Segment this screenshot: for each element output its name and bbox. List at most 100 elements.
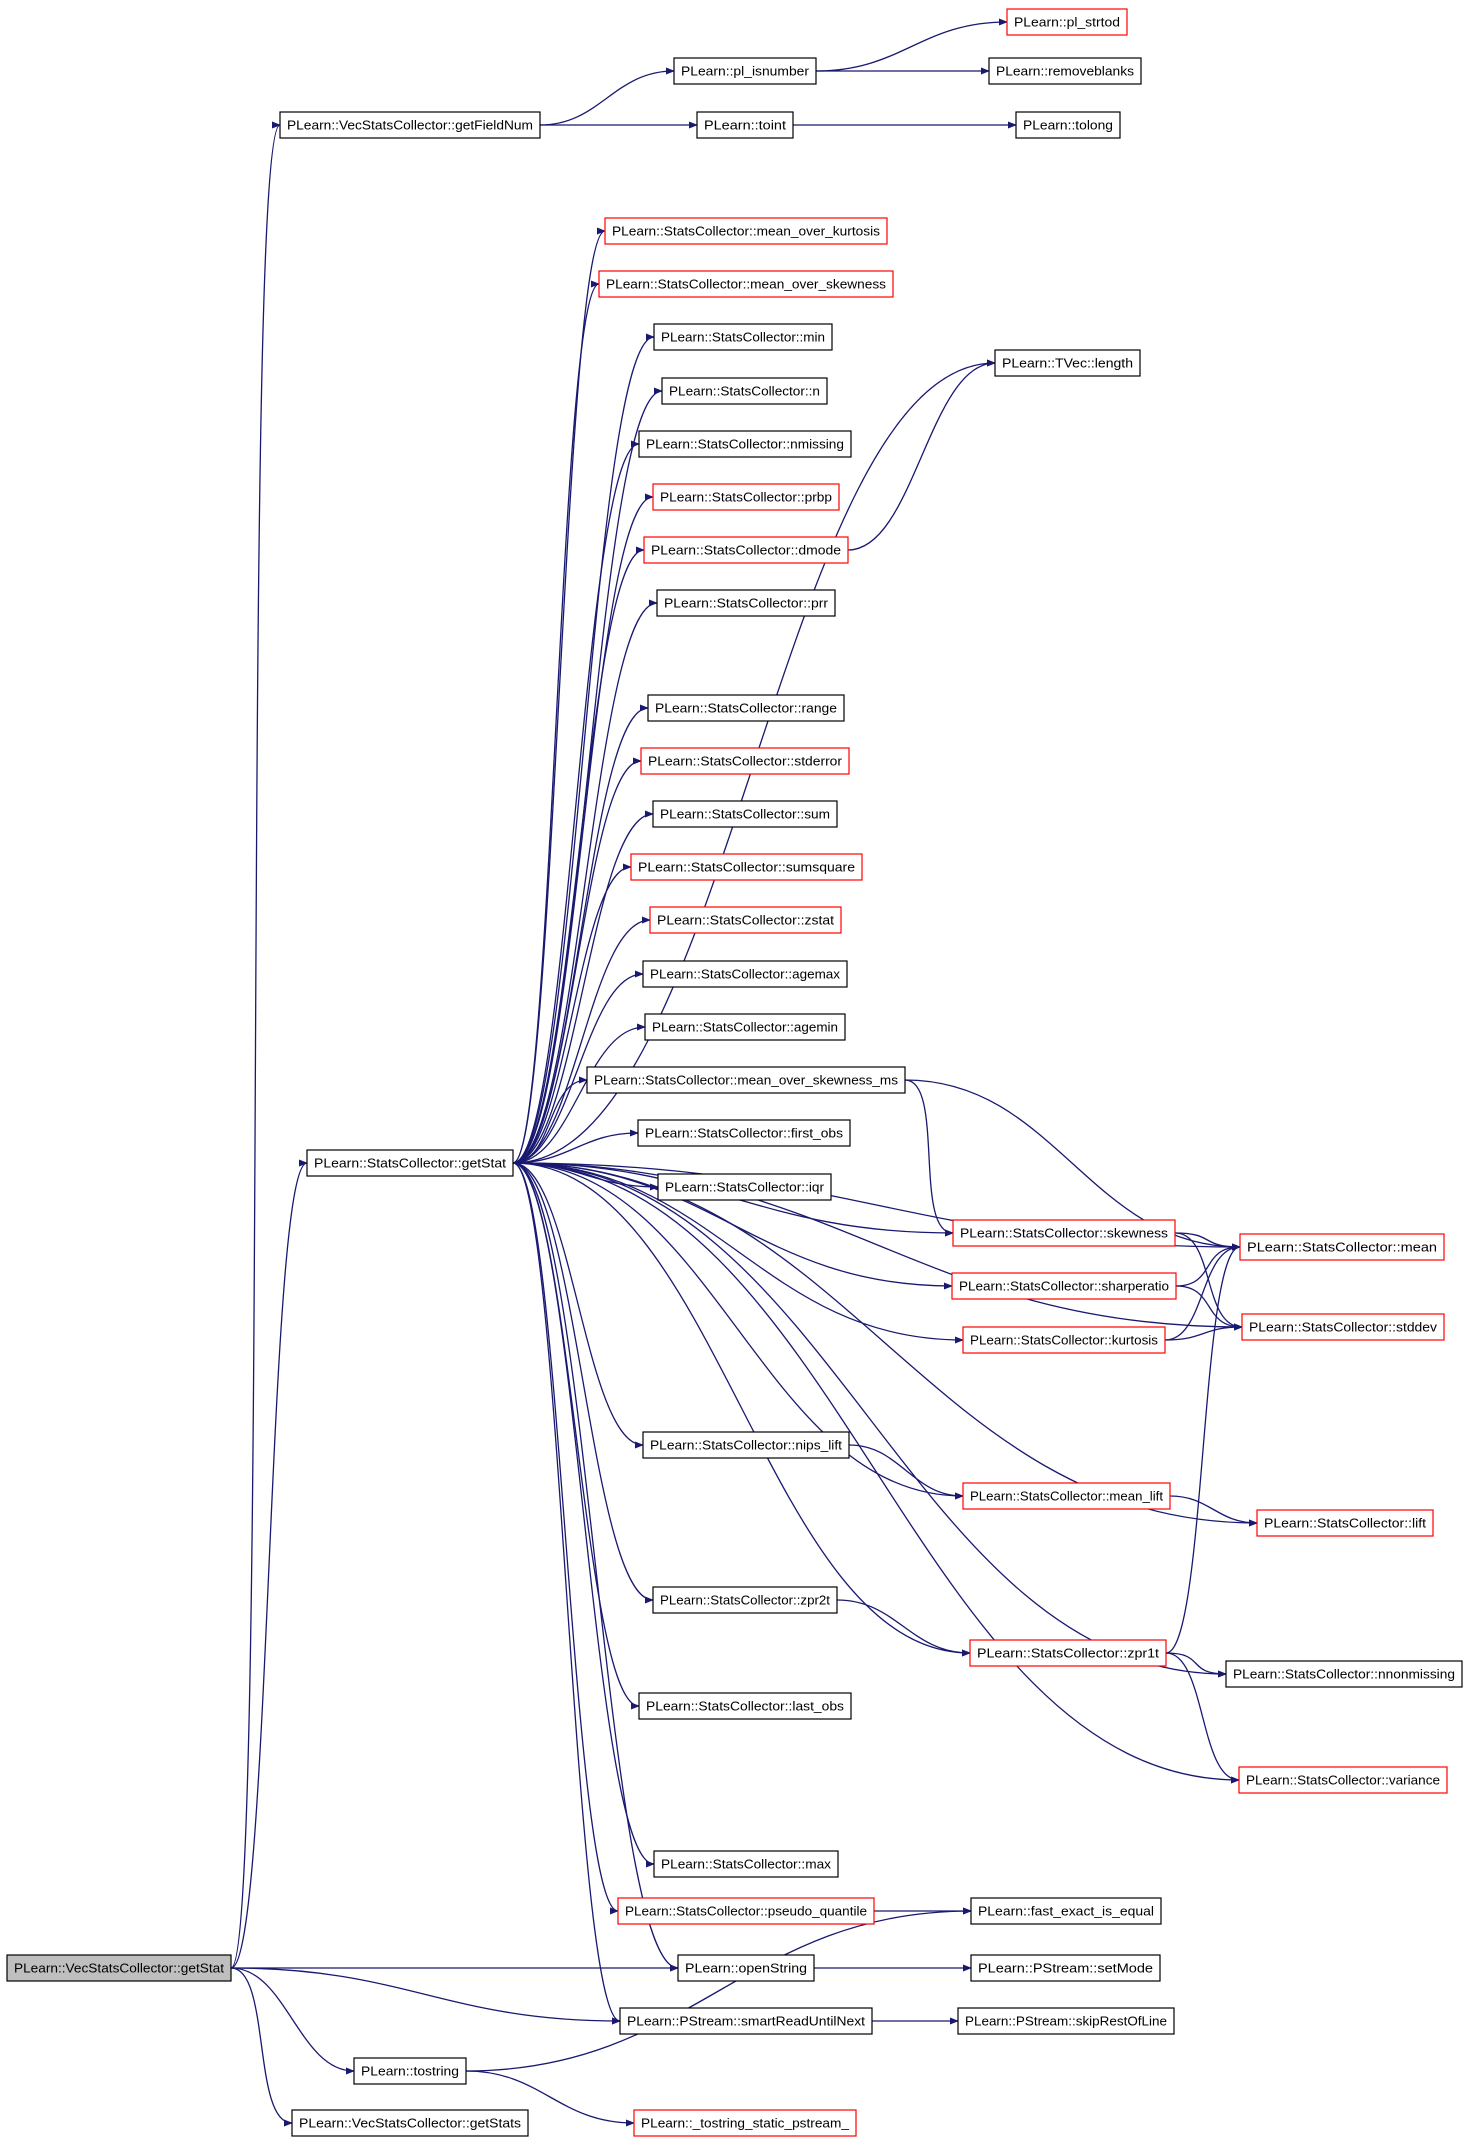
node-zstat[interactable]: PLearn::StatsCollector::zstat <box>649 906 842 934</box>
edge-getStat_sc-to-min <box>512 333 655 1164</box>
node-prbp[interactable]: PLearn::StatsCollector::prbp <box>652 483 840 511</box>
node-label-getStats: PLearn::VecStatsCollector::getStats <box>299 2116 522 2131</box>
node-tolong[interactable]: PLearn::tolong <box>1015 111 1121 139</box>
edge-getStat_sc-to-zpr1t <box>512 1162 971 1657</box>
node-smartReadUntilNext[interactable]: PLearn::PStream::smartReadUntilNext <box>619 2007 873 2035</box>
node-prr[interactable]: PLearn::StatsCollector::prr <box>656 589 836 617</box>
node-label-getStat_sc: PLearn::StatsCollector::getStat <box>314 1156 506 1171</box>
node-agemax[interactable]: PLearn::StatsCollector::agemax <box>642 960 848 988</box>
node-fast_exact_is_equal[interactable]: PLearn::fast_exact_is_equal <box>970 1897 1162 1925</box>
node-box-nips_lift <box>642 1431 850 1459</box>
node-box-mean <box>1239 1233 1445 1261</box>
node-tostring[interactable]: PLearn::tostring <box>353 2057 467 2085</box>
node-dmode[interactable]: PLearn::StatsCollector::dmode <box>643 536 849 564</box>
node-toint[interactable]: PLearn::toint <box>696 111 794 139</box>
node-setMode[interactable]: PLearn::PStream::setMode <box>970 1954 1161 1982</box>
edge-getStat_sc-to-stderror <box>512 757 642 1164</box>
edge-getStat_vsc-to-tostring <box>230 1967 355 2075</box>
node-label-min: PLearn::StatsCollector::min <box>661 330 825 345</box>
node-label-sumsquare: PLearn::StatsCollector::sumsquare <box>638 860 855 875</box>
edge-getStat_sc-to-max <box>512 1162 655 1868</box>
edge-mean_over_skewness_ms-to-mean <box>904 1079 1241 1251</box>
node-box-agemax <box>642 960 848 988</box>
edge-getStat_sc-to-nmissing <box>512 440 640 1164</box>
node-mean[interactable]: PLearn::StatsCollector::mean <box>1239 1233 1445 1261</box>
node-last_obs[interactable]: PLearn::StatsCollector::last_obs <box>638 1692 852 1720</box>
node-box-tostring_static_pstream <box>633 2109 857 2137</box>
node-box-iqr <box>657 1173 832 1201</box>
node-label-stderror: PLearn::StatsCollector::stderror <box>648 754 843 769</box>
node-label-openString: PLearn::openString <box>685 1961 807 1976</box>
node-box-mean_over_skewness <box>598 270 894 298</box>
node-zpr2t[interactable]: PLearn::StatsCollector::zpr2t <box>652 1586 838 1614</box>
node-box-getStat_sc <box>306 1149 514 1177</box>
node-nips_lift[interactable]: PLearn::StatsCollector::nips_lift <box>642 1431 850 1459</box>
node-pseudo_quantile[interactable]: PLearn::StatsCollector::pseudo_quantile <box>617 1897 875 1925</box>
node-variance[interactable]: PLearn::StatsCollector::variance <box>1238 1766 1448 1794</box>
node-label-removeblanks: PLearn::removeblanks <box>996 64 1135 79</box>
node-label-tostring: PLearn::tostring <box>361 2064 459 2079</box>
node-mean_over_skewness_ms[interactable]: PLearn::StatsCollector::mean_over_skewne… <box>586 1066 906 1094</box>
node-box-mean_lift <box>962 1482 1171 1510</box>
node-sharperatio[interactable]: PLearn::StatsCollector::sharperatio <box>951 1272 1177 1300</box>
node-nmissing[interactable]: PLearn::StatsCollector::nmissing <box>638 430 852 458</box>
node-iqr[interactable]: PLearn::StatsCollector::iqr <box>657 1173 832 1201</box>
edge-zpr2t-to-zpr1t <box>836 1599 971 1657</box>
node-box-pl_strtod <box>1006 8 1128 36</box>
node-label-tostring_static_pstream: PLearn::_tostring_static_pstream_ <box>641 2116 850 2131</box>
node-label-getStat_vsc: PLearn::VecStatsCollector::getStat <box>14 1961 224 1976</box>
node-agemin[interactable]: PLearn::StatsCollector::agemin <box>644 1013 846 1041</box>
node-pl_strtod[interactable]: PLearn::pl_strtod <box>1006 8 1128 36</box>
node-nnonmissing[interactable]: PLearn::StatsCollector::nnonmissing <box>1225 1660 1463 1688</box>
node-skipRestOfLine[interactable]: PLearn::PStream::skipRestOfLine <box>957 2007 1175 2035</box>
edge-getStat_sc-to-variance <box>512 1162 1240 1784</box>
node-label-mean_over_kurtosis: PLearn::StatsCollector::mean_over_kurtos… <box>612 224 881 239</box>
node-kurtosis[interactable]: PLearn::StatsCollector::kurtosis <box>962 1326 1166 1354</box>
node-box-length <box>994 349 1141 377</box>
edge-getStat_sc-to-prbp <box>512 493 654 1164</box>
node-sumsquare[interactable]: PLearn::StatsCollector::sumsquare <box>630 853 863 881</box>
node-mean_lift[interactable]: PLearn::StatsCollector::mean_lift <box>962 1482 1171 1510</box>
node-box-zpr2t <box>652 1586 838 1614</box>
node-getStat_sc[interactable]: PLearn::StatsCollector::getStat <box>306 1149 514 1177</box>
node-tostring_static_pstream[interactable]: PLearn::_tostring_static_pstream_ <box>633 2109 857 2137</box>
node-box-lift <box>1256 1509 1434 1537</box>
node-pl_isnumber[interactable]: PLearn::pl_isnumber <box>673 57 817 85</box>
node-openString[interactable]: PLearn::openString <box>677 1954 815 1982</box>
node-box-nnonmissing <box>1225 1660 1463 1688</box>
node-range[interactable]: PLearn::StatsCollector::range <box>647 694 845 722</box>
node-length[interactable]: PLearn::TVec::length <box>994 349 1141 377</box>
node-lift[interactable]: PLearn::StatsCollector::lift <box>1256 1509 1434 1537</box>
edge-zpr1t-to-variance <box>1165 1652 1240 1784</box>
node-box-zstat <box>649 906 842 934</box>
node-getFieldNum[interactable]: PLearn::VecStatsCollector::getFieldNum <box>279 111 541 139</box>
edge-getStat_sc-to-smartReadUntilNext <box>512 1162 621 2025</box>
node-label-dmode: PLearn::StatsCollector::dmode <box>651 543 841 558</box>
node-stddev[interactable]: PLearn::StatsCollector::stddev <box>1241 1313 1445 1341</box>
node-box-min <box>653 323 833 351</box>
edge-skewness-to-mean <box>1174 1232 1241 1251</box>
node-zpr1t[interactable]: PLearn::StatsCollector::zpr1t <box>969 1639 1167 1667</box>
node-getStat_vsc[interactable]: PLearn::VecStatsCollector::getStat <box>6 1954 232 1982</box>
node-first_obs[interactable]: PLearn::StatsCollector::first_obs <box>637 1119 851 1147</box>
node-box-getFieldNum <box>279 111 541 139</box>
node-n[interactable]: PLearn::StatsCollector::n <box>661 377 828 405</box>
node-stderror[interactable]: PLearn::StatsCollector::stderror <box>640 747 850 775</box>
node-label-sum: PLearn::StatsCollector::sum <box>660 807 830 822</box>
node-box-mean_over_skewness_ms <box>586 1066 906 1094</box>
node-box-last_obs <box>638 1692 852 1720</box>
node-label-sharperatio: PLearn::StatsCollector::sharperatio <box>959 1279 1169 1294</box>
node-min[interactable]: PLearn::StatsCollector::min <box>653 323 833 351</box>
node-max[interactable]: PLearn::StatsCollector::max <box>653 1850 839 1878</box>
node-getStats[interactable]: PLearn::VecStatsCollector::getStats <box>291 2109 529 2137</box>
node-sum[interactable]: PLearn::StatsCollector::sum <box>652 800 838 828</box>
node-skewness[interactable]: PLearn::StatsCollector::skewness <box>952 1219 1176 1247</box>
node-box-fast_exact_is_equal <box>970 1897 1162 1925</box>
node-box-stderror <box>640 747 850 775</box>
node-removeblanks[interactable]: PLearn::removeblanks <box>988 57 1142 85</box>
node-label-pl_strtod: PLearn::pl_strtod <box>1014 15 1120 30</box>
node-mean_over_kurtosis[interactable]: PLearn::StatsCollector::mean_over_kurtos… <box>604 217 888 245</box>
node-label-smartReadUntilNext: PLearn::PStream::smartReadUntilNext <box>627 2014 865 2029</box>
node-mean_over_skewness[interactable]: PLearn::StatsCollector::mean_over_skewne… <box>598 270 894 298</box>
edge-tostring-to-fast_exact_is_equal <box>465 1907 972 2072</box>
